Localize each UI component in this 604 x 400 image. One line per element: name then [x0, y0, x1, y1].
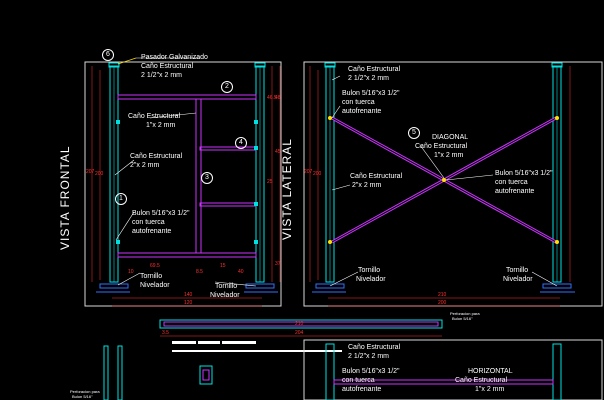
- label-bottom-cano-sub: 2 1/2"x 2 mm: [348, 353, 389, 360]
- label-nivelador-front-left: Nivelador: [140, 282, 170, 289]
- dim-lat-width: 210: [438, 292, 447, 298]
- frontal-leaders: [114, 57, 257, 287]
- label-bottom-bulon-c: autofrenante: [342, 386, 382, 393]
- dim-seg-d: 25: [267, 179, 273, 185]
- label-lat-nivelador-right: Nivelador: [503, 276, 533, 283]
- dim-seg-h: 8.5: [196, 269, 203, 275]
- lateral-dimensions: [309, 66, 571, 307]
- dim-seg-g: 15: [220, 263, 226, 269]
- frontal-dimensions: [91, 66, 281, 307]
- label-lat-cano-2x2-sub: 2"x 2 mm: [352, 182, 382, 189]
- label-perforacion-a: Perforacion para: [450, 311, 480, 316]
- dim-seg-c: 46.5: [267, 95, 277, 101]
- bottom-details: [103, 319, 603, 400]
- label-diagonal: DIAGONAL: [432, 134, 469, 141]
- callout-4: 4: [235, 137, 247, 149]
- label-horizontal-cano: Caño Estructural: [455, 377, 508, 384]
- label-perforacion-left-a: Perforacion para: [70, 389, 100, 394]
- callout-3: 3: [201, 172, 213, 184]
- label-bulon-front-b: con tuerca: [132, 219, 165, 226]
- label-lat-bulon-a: Bulon 5/16"x3 1/2": [342, 90, 400, 97]
- label-lat-tornillo-left: Tornillo: [358, 267, 381, 274]
- frontal-structure: [96, 57, 278, 293]
- label-pasador: Pasador Galvanizado: [141, 54, 208, 61]
- dim-seg-j: 10: [128, 269, 134, 275]
- label-lat-bulon-b: con tuerca: [342, 99, 375, 106]
- label-horizontal: HORIZONTAL: [468, 368, 513, 375]
- dim-front-height: 207: [86, 169, 95, 175]
- label-lat-cano-top-sub: 2 1/2"x 2 mm: [348, 75, 389, 82]
- callout-5: 5: [408, 127, 420, 139]
- label-cano-top-sub: 2 1/2"x 2 mm: [141, 72, 182, 79]
- dim-lat-height2: 200: [313, 171, 322, 177]
- dim-bar-a: 3.5: [162, 330, 169, 336]
- label-lat-bulon2-c: autofrenante: [495, 188, 535, 195]
- lateral-structure: [312, 62, 575, 293]
- label-perforacion-left-b: Bulon 5/16": [72, 394, 93, 399]
- dim-front-width: 140: [184, 292, 193, 298]
- label-bottom-bulon-a: Bulon 5/16"x3 1/2": [342, 368, 400, 375]
- label-horizontal-cano-sub: 1"x 2 mm: [475, 386, 505, 393]
- dim-seg-b: 45: [275, 149, 281, 155]
- label-nivelador-front-right: Nivelador: [210, 292, 240, 299]
- lateral-leaders: [329, 75, 558, 287]
- dim-seg-a: 48: [275, 95, 281, 101]
- label-lat-cano-top: Caño Estructural: [348, 66, 401, 73]
- label-bulon-front-a: Bulon 5/16"x3 1/2": [132, 210, 190, 217]
- label-diagonal-cano-sub: 1"x 2 mm: [434, 152, 464, 159]
- label-cano-top: Caño Estructural: [141, 63, 194, 70]
- callout-1: 1: [115, 193, 127, 205]
- label-bulon-front-c: autofrenante: [132, 228, 172, 235]
- dim-front-height2: 200: [95, 171, 104, 177]
- dim-bar-b: 204: [295, 330, 304, 336]
- dim-bar-c: 210: [295, 321, 304, 327]
- label-cano-2x2: Caño Estructural: [130, 153, 183, 160]
- label-perforacion-b: Bulon 5/16": [452, 316, 473, 321]
- label-lat-bulon2-a: Bulon 5/16"x3 1/2": [495, 170, 553, 177]
- dim-front-width2: 120: [184, 300, 193, 306]
- dim-lat-width2: 200: [438, 300, 447, 306]
- callout-6: 6: [102, 49, 114, 61]
- lateral-view-title: VISTA LATERAL: [280, 138, 294, 240]
- dim-seg-f: 69.5: [150, 263, 160, 269]
- label-lat-nivelador-left: Nivelador: [356, 276, 386, 283]
- dim-seg-i: 40: [238, 269, 244, 275]
- label-lat-bulon-c: autofrenante: [342, 108, 382, 115]
- label-bottom-bulon-b: con tuerca: [342, 377, 375, 384]
- label-tornillo-front-left: Tornillo: [140, 273, 163, 280]
- label-lat-cano-2x2: Caño Estructural: [350, 173, 403, 180]
- label-cano-1x2: Caño Estructural: [128, 113, 181, 120]
- label-bottom-cano: Caño Estructural: [348, 344, 401, 351]
- dim-lat-height: 207: [304, 169, 313, 175]
- label-lat-tornillo-right: Tornillo: [506, 267, 529, 274]
- label-cano-1x2-sub: 1"x 2 mm: [146, 122, 176, 129]
- label-cano-2x2-sub: 2"x 2 mm: [130, 162, 160, 169]
- dim-seg-e: 37: [275, 261, 281, 267]
- callout-2: 2: [221, 81, 233, 93]
- label-diagonal-cano: Caño Estructural: [415, 143, 468, 150]
- label-lat-bulon2-b: con tuerca: [495, 179, 528, 186]
- frontal-view-title: VISTA FRONTAL: [58, 145, 72, 250]
- label-tornillo-front-right: Tornillo: [215, 283, 238, 290]
